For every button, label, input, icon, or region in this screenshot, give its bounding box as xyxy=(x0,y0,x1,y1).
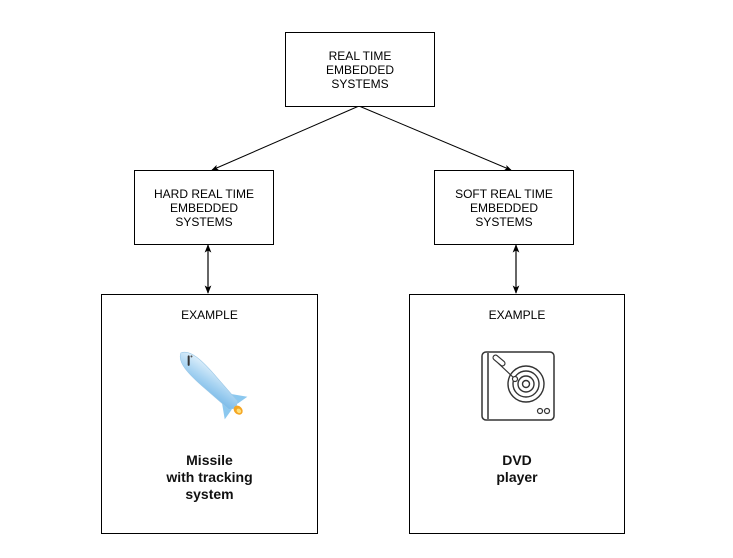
dvd-player-icon xyxy=(480,351,556,426)
node-real-time-embedded-systems[interactable]: REAL TIME EMBEDDED SYSTEMS xyxy=(285,32,435,107)
example-heading: EXAMPLE xyxy=(488,308,546,322)
node-label: REAL TIME EMBEDDED SYSTEMS xyxy=(325,48,394,91)
missile-icon xyxy=(170,345,254,428)
node-hard-real-time[interactable]: HARD REAL TIME EMBEDDED SYSTEMS xyxy=(134,170,274,245)
node-soft-real-time[interactable]: SOFT REAL TIME EMBEDDED SYSTEMS xyxy=(434,170,574,245)
node-label: HARD REAL TIME EMBEDDED SYSTEMS xyxy=(153,186,255,229)
node-label: SOFT REAL TIME EMBEDDED SYSTEMS xyxy=(455,186,553,229)
node-hard-example[interactable]: EXAMPLE xyxy=(101,294,318,534)
edge-root-to-soft xyxy=(358,105,512,171)
example-caption: Missile with tracking system xyxy=(166,452,253,502)
example-heading: EXAMPLE xyxy=(181,308,238,322)
example-caption: DVD player xyxy=(496,452,538,485)
edge-root-to-hard xyxy=(211,105,360,171)
node-soft-example[interactable]: EXAMPLE DVD player xyxy=(409,294,625,534)
